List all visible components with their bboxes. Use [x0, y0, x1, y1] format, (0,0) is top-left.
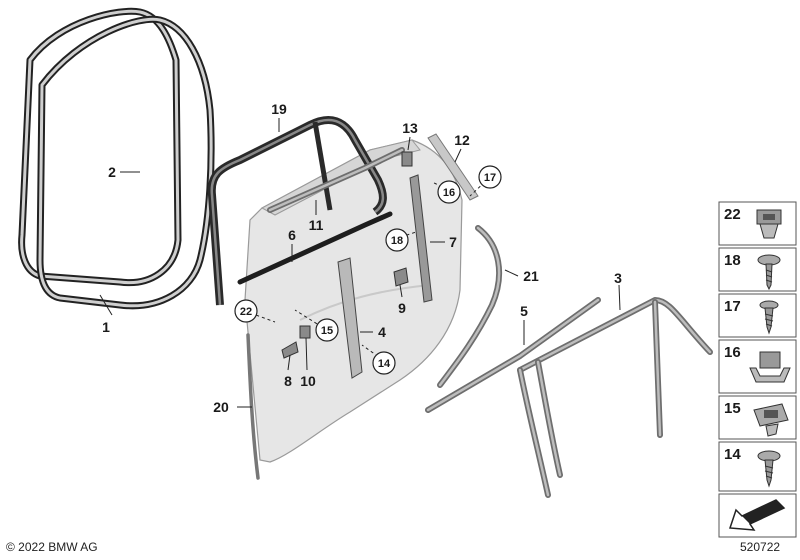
svg-text:22: 22 — [724, 206, 741, 223]
clip-9-part — [393, 267, 409, 287]
svg-text:15: 15 — [724, 400, 741, 417]
callout-17-circled: 17 — [478, 165, 502, 189]
svg-text:18: 18 — [391, 235, 403, 247]
callout-19: 19 — [271, 101, 287, 117]
legend-row-17: 17 — [718, 293, 797, 338]
svg-text:18: 18 — [724, 252, 741, 269]
pan-head-screw-icon — [757, 254, 781, 291]
callout-8: 8 — [284, 373, 292, 389]
clip-10-part — [299, 325, 311, 339]
bracket-clip-icon — [749, 351, 791, 383]
callout-14-circled: 14 — [372, 351, 396, 375]
callout-6: 6 — [288, 227, 296, 243]
callout-13: 13 — [402, 120, 418, 136]
tapping-screw-icon — [759, 300, 779, 335]
arrow-direction-icon — [728, 499, 786, 531]
svg-text:15: 15 — [321, 325, 333, 337]
door-seal-inner-part — [36, 15, 215, 310]
window-channel-part — [409, 174, 433, 303]
callout-7: 7 — [449, 234, 457, 250]
callout-21: 21 — [523, 268, 539, 284]
callout-22-circled: 22 — [234, 299, 258, 323]
window-frame-channel-part — [517, 297, 713, 498]
svg-text:17: 17 — [484, 172, 496, 184]
diagram-number: 520722 — [740, 540, 781, 554]
tapping-screw-icon — [757, 450, 781, 488]
svg-text:16: 16 — [724, 344, 741, 361]
svg-text:16: 16 — [443, 187, 455, 199]
window-guide-rail-part — [267, 147, 405, 213]
svg-text:17: 17 — [724, 298, 741, 315]
legend-row-18: 18 — [718, 247, 797, 292]
callout-5: 5 — [520, 303, 528, 319]
callout-9: 9 — [398, 300, 406, 316]
legend-row-15: 15 — [718, 395, 797, 440]
door-edge-seal-part — [246, 333, 260, 480]
callout-1: 1 — [102, 319, 110, 335]
clip-nut-icon — [756, 209, 782, 239]
trim-cover-part — [427, 133, 479, 201]
door-seal-outer-part — [18, 7, 182, 287]
callout-18-circled: 18 — [385, 228, 409, 252]
legend-row-16: 16 — [718, 339, 797, 394]
callout-3: 3 — [614, 270, 622, 286]
callout-4: 4 — [378, 324, 386, 340]
legend-row-22: 22 — [718, 201, 797, 246]
callout-15-circled: 15 — [315, 318, 339, 342]
callout-11: 11 — [309, 217, 324, 233]
door-seal-21-part — [437, 225, 503, 388]
callout-16-circled: 16 — [437, 180, 461, 204]
outer-belt-strip-part — [237, 211, 393, 285]
svg-text:22: 22 — [240, 306, 252, 318]
inner-belt-strip-part — [425, 297, 601, 413]
legend-row-14: 14 — [718, 441, 797, 492]
svg-text:14: 14 — [724, 446, 741, 463]
copyright-text: © 2022 BMW AG — [6, 540, 98, 554]
parts-legend: 22 18 17 — [718, 201, 797, 538]
legend-row-arrow — [718, 493, 797, 538]
callout-12: 12 — [454, 132, 470, 148]
svg-text:14: 14 — [378, 358, 391, 370]
clip-nut-icon — [753, 403, 789, 437]
leader-lines — [99, 118, 621, 408]
callout-20: 20 — [213, 399, 229, 415]
window-frame-seal-part — [207, 116, 387, 306]
callout-2: 2 — [108, 164, 116, 180]
clip-8-part — [281, 341, 299, 359]
b-pillar-trim-part — [337, 257, 363, 379]
callout-10: 10 — [300, 373, 316, 389]
clip-13-part — [401, 151, 413, 167]
